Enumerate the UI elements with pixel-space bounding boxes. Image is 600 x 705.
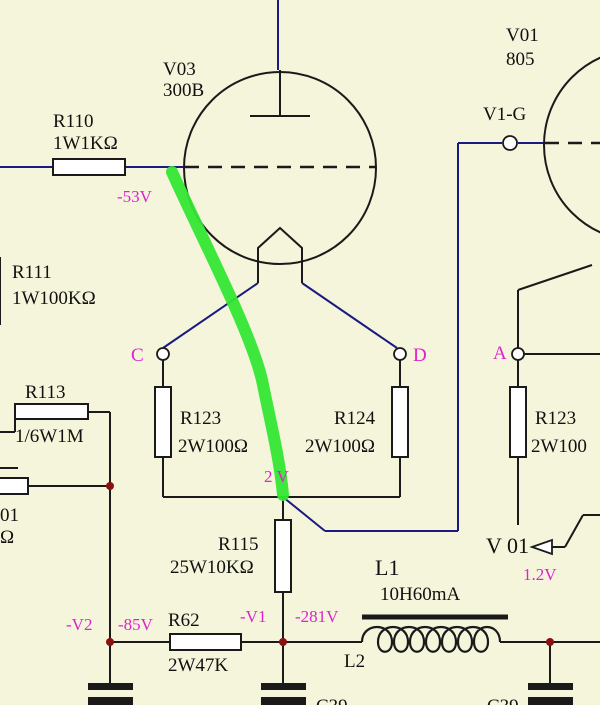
label-mid-voltage: 2 V [264,467,289,486]
label-v1g: V1-G [483,104,527,125]
junction-dot [279,638,287,646]
label-r113-value: 1/6W1M [15,426,84,447]
terminal-d [393,347,407,361]
label-v01-name: V01 [506,25,539,46]
resistor-r124 [391,386,409,458]
terminals [106,135,554,646]
resistor-partial-left [0,477,29,495]
component-labels: V03 300B V01 805 R110 1W1KΩ R111 1W100KΩ… [0,25,587,705]
label-r62-name: R62 [168,610,200,631]
label-v01-ref: V 01 [486,533,529,558]
label-partial-left-name: 01 [0,505,19,526]
resistor-r115 [274,519,292,593]
label-l2-name: L2 [344,651,365,672]
tube-v01 [543,56,600,234]
terminal-a [511,347,525,361]
resistor-r62 [169,633,242,651]
label-r110-name: R110 [53,111,93,132]
junction-dot [546,638,554,646]
highlight-stroke [166,166,289,501]
label-v2: -V2 [66,615,92,634]
label-r123-right-name: R123 [535,408,576,429]
label-r113-name: R113 [25,382,65,403]
label-l1-value: 10H60mA [380,584,461,605]
label-v03-type: 300B [163,80,204,101]
label-node-d: D [413,345,427,366]
label-r123-left-value: 2W100Ω [178,436,248,457]
resistor-r123-left [154,386,172,458]
wires [0,0,545,532]
label-v1: -V1 [240,607,266,626]
label-r111-name: R111 [12,262,52,283]
label-v01-voltage: 1.2V [523,565,557,584]
label-r115-value: 25W10KΩ [170,557,254,578]
label-r110-value: 1W1KΩ [53,133,118,154]
terminal-v1g [502,135,518,151]
terminal-c [156,347,170,361]
label-c39-name: C39 [316,696,348,705]
label-r124-name: R124 [334,408,376,429]
arrow-v01-icon [529,538,553,556]
resistor-r123-right [509,386,527,458]
label-v01-type: 805 [506,49,535,70]
label-r123-right-value: 2W100 [531,436,587,457]
label-node-c: C [131,345,144,366]
resistors [0,158,527,651]
label-v03-name: V03 [163,59,196,80]
resistor-r113 [14,403,89,420]
label-v2-voltage: -85V [118,615,154,634]
junction-dot [106,638,114,646]
label-r62-value: 2W47K [168,655,228,676]
resistor-r110 [52,158,126,176]
tube-v03 [183,70,377,283]
label-r115-name: R115 [218,534,258,555]
label-r111-value: 1W100KΩ [12,288,96,309]
label-grid-voltage: -53V [117,187,153,206]
label-l1-name: L1 [375,555,399,580]
label-v1-voltage: -281V [295,607,339,626]
inductor-l1 [360,614,508,653]
label-r124-value: 2W100Ω [305,436,375,457]
capacitors [88,683,573,705]
voltage-labels: -53V C D A 2 V 1.2V -V2 -85V -V1 -281V [66,187,557,634]
label-c39-right-name: C39 [487,696,519,705]
label-node-a: A [493,343,507,364]
label-partial-left-value: Ω [0,527,14,548]
label-r123-left-name: R123 [180,408,221,429]
junction-dot [106,482,114,490]
